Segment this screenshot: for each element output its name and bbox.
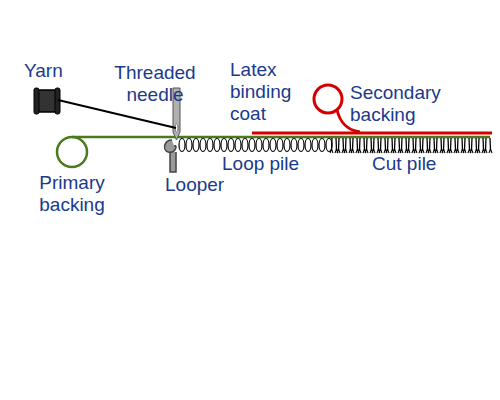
pile-loop: [256, 139, 262, 152]
cut-tuft: [344, 138, 352, 153]
primary-backing-roll: [57, 137, 87, 167]
cut-tuft: [365, 138, 373, 153]
pile-loop: [298, 139, 304, 152]
pile-loop: [186, 139, 192, 152]
pile-loop: [228, 139, 234, 152]
cut-tuft: [456, 138, 464, 153]
cut-tuft: [442, 138, 450, 153]
part-label: Secondary backing: [350, 82, 468, 126]
pile-loop: [319, 139, 325, 152]
primary-backing-sheet: [72, 136, 490, 139]
latex-coat-line: [252, 132, 492, 135]
cut-tuft: [358, 138, 366, 153]
pile-loop: [284, 139, 290, 152]
pile-loop: [221, 139, 227, 152]
pile-loop: [235, 139, 241, 152]
cut-tuft: [400, 138, 408, 153]
yarn-spool: [34, 88, 60, 114]
pile-loop: [312, 139, 318, 152]
pile-strands: [179, 138, 492, 153]
cut-tuft: [435, 138, 443, 153]
cut-tuft: [337, 138, 345, 153]
pile-loop: [242, 139, 248, 152]
pile-loop: [200, 139, 206, 152]
cut-tuft: [330, 138, 338, 153]
looper: [165, 140, 176, 172]
cut-tuft: [428, 138, 436, 153]
cut-tuft: [414, 138, 422, 153]
part-label: Latex binding coat: [230, 59, 310, 125]
pile-loop: [214, 139, 220, 152]
pile-loop: [305, 139, 311, 152]
pile-loop: [207, 139, 213, 152]
cut-tuft: [421, 138, 429, 153]
pile-loop: [270, 139, 276, 152]
pile-loop: [291, 139, 297, 152]
cut-tuft: [449, 138, 457, 153]
cut-tuft: [407, 138, 415, 153]
part-label: Loop pile: [222, 153, 322, 175]
cut-tuft: [477, 138, 485, 153]
pile-loop: [193, 139, 199, 152]
cut-tuft: [393, 138, 401, 153]
cut-tuft: [379, 138, 387, 153]
cut-tuft: [372, 138, 380, 153]
cut-tuft: [484, 138, 492, 153]
part-label: Cut pile: [372, 153, 482, 175]
pile-loop: [263, 139, 269, 152]
cut-tuft: [470, 138, 478, 153]
cut-tuft: [351, 138, 359, 153]
pile-loop: [249, 139, 255, 152]
secondary-backing-roll: [314, 85, 342, 113]
pile-loop: [179, 139, 185, 152]
part-label: Primary backing: [22, 172, 122, 216]
cut-tuft: [386, 138, 394, 153]
part-label: Yarn: [24, 60, 84, 82]
part-label: Threaded needle: [100, 62, 210, 106]
pile-loop: [277, 139, 283, 152]
part-label: Looper: [165, 174, 245, 196]
cut-tuft: [463, 138, 471, 153]
